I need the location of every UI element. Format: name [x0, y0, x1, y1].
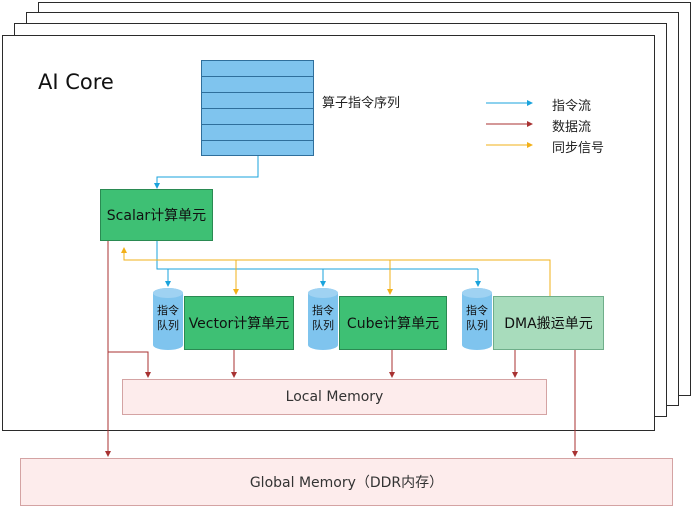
local-memory: Local Memory — [122, 379, 547, 415]
cube-instruction-queue: 指令 队列 — [307, 287, 339, 351]
vector-queue-label: 指令 队列 — [157, 304, 179, 332]
scalar-unit: Scalar计算单元 — [100, 189, 213, 241]
ai-core-title: AI Core — [38, 70, 114, 94]
vector-instruction-queue: 指令 队列 — [152, 287, 184, 351]
cube-queue-label: 指令 队列 — [312, 304, 334, 332]
vector-unit: Vector计算单元 — [184, 296, 294, 350]
wire-sync-bus — [121, 247, 551, 296]
instruction-sequence-label: 算子指令序列 — [322, 96, 401, 111]
dma-unit: DMA搬运单元 — [493, 296, 604, 350]
dma-instruction-queue: 指令 队列 — [461, 287, 493, 351]
cube-unit: Cube计算单元 — [339, 296, 447, 350]
global-memory: Global Memory（DDR内存） — [20, 458, 673, 506]
dma-queue-label: 指令 队列 — [466, 304, 488, 332]
legend-sync-signal: 同步信号 — [552, 141, 605, 156]
wire-queue-to-scalar — [154, 156, 259, 189]
wire-scalar-to-local — [108, 351, 151, 378]
wire-scalar-to-units — [156, 241, 478, 270]
legend-instruction-flow: 指令流 — [552, 99, 592, 114]
instruction-sequence-block — [201, 60, 314, 156]
legend-data-flow: 数据流 — [552, 120, 592, 135]
